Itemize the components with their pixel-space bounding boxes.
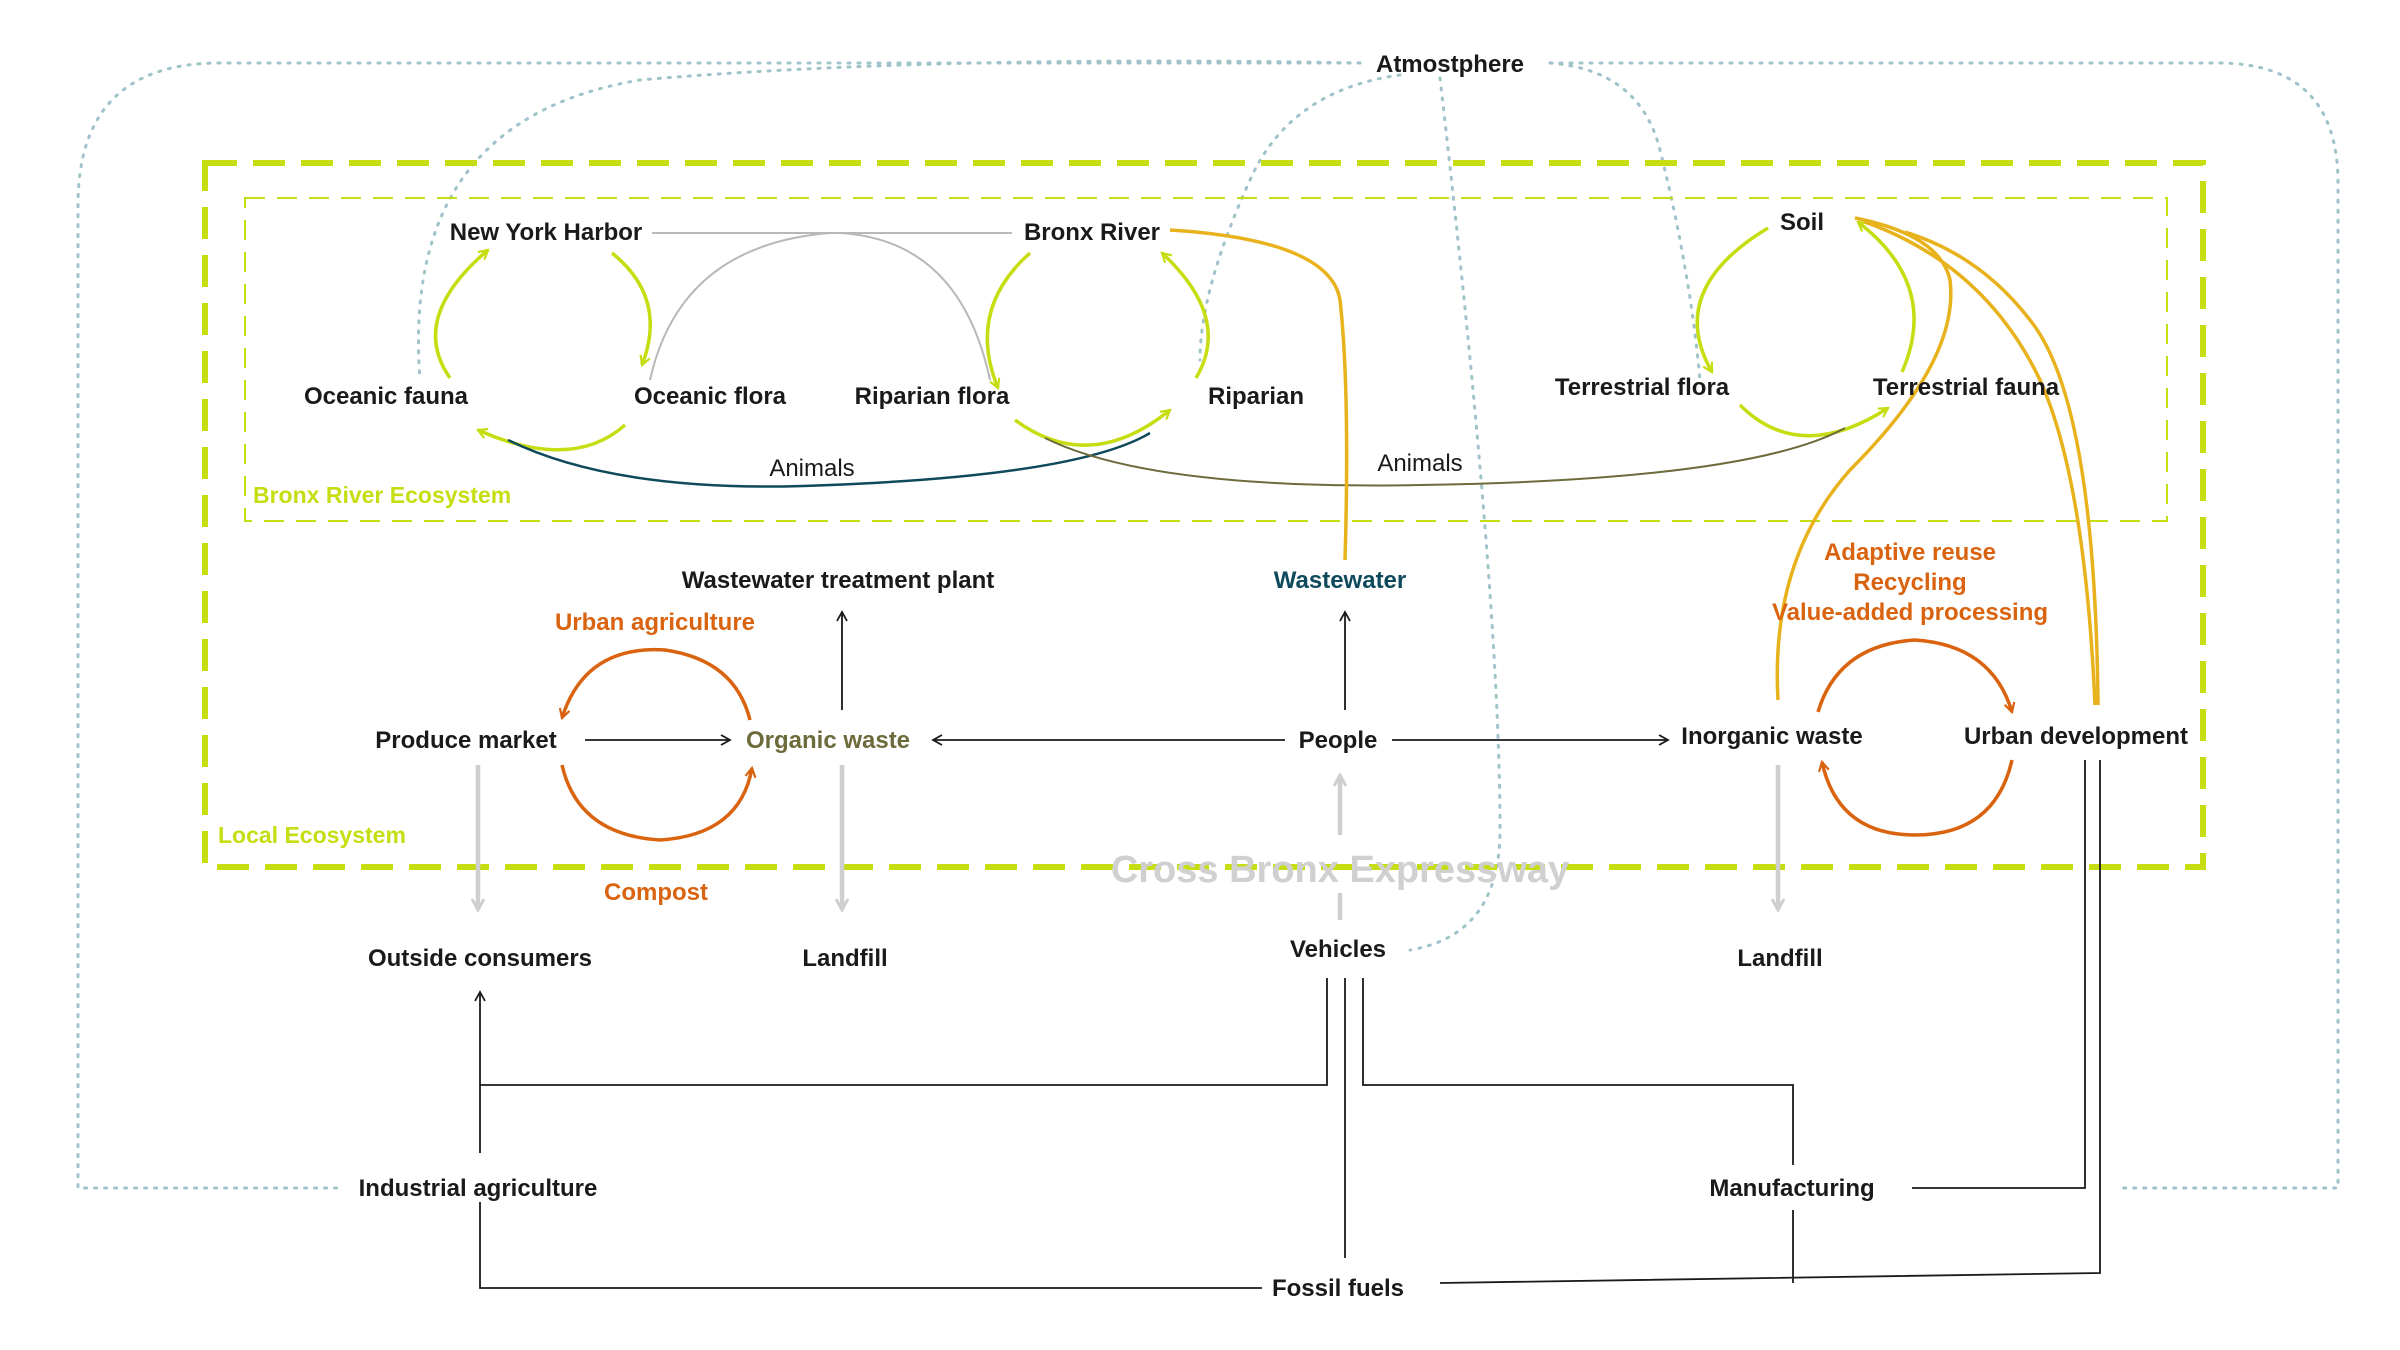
riparian-flora-to-riparian-arrow xyxy=(1013,410,1170,447)
riparian-to-river-arrow xyxy=(1162,253,1210,379)
atmosphere-to-terrestrial xyxy=(1548,61,1702,382)
urban-development-to-soil-flow-1 xyxy=(1864,220,2097,706)
compost-arrow xyxy=(560,764,752,842)
fossil-fuels-to-urban-line xyxy=(1439,760,2101,1284)
landfill-left-node[interactable]: Landfill xyxy=(802,945,887,972)
oceanic-flora-node[interactable]: Oceanic flora xyxy=(634,383,787,410)
wastewater-node[interactable]: Wastewater xyxy=(1274,567,1407,594)
bronx-river-ecosystem-label: Bronx River Ecosystem xyxy=(253,482,511,508)
new-york-harbor-node[interactable]: New York Harbor xyxy=(450,219,643,246)
animals-label-right: Animals xyxy=(1377,450,1462,477)
manufacturing-node[interactable]: Manufacturing xyxy=(1709,1175,1874,1202)
river-to-oceanic-flora-curve xyxy=(649,232,1012,381)
terrestrial-cycle xyxy=(1695,220,1916,438)
soil-node[interactable]: Soil xyxy=(1780,209,1824,236)
value-added-processing-label: Value-added processing xyxy=(1772,599,2048,626)
soil-to-terrestrial-flora-arrow xyxy=(1695,226,1769,372)
harbor-to-riparian-flora-curve xyxy=(652,232,991,381)
urban-development-to-soil-flow-2 xyxy=(1904,230,2100,706)
people-node[interactable]: People xyxy=(1299,727,1378,754)
vehicles-to-manufacturing-line xyxy=(1362,978,1794,1165)
terrestrial-flora-to-fauna-arrow xyxy=(1738,403,1888,438)
terrestrial-fauna-node[interactable]: Terrestrial fauna xyxy=(1873,374,2060,401)
atmosphere-to-riparian xyxy=(1198,73,1402,362)
atmosphere-to-vehicles xyxy=(1408,76,1502,952)
animals-link-riparian-terrestrial xyxy=(1044,427,1846,487)
urban-agriculture-label: Urban agriculture xyxy=(555,609,755,636)
manufacturing-to-urban-line xyxy=(1912,760,2086,1189)
urban-agriculture-arrow xyxy=(562,647,752,721)
terrestrial-fauna-to-soil-arrow xyxy=(1858,220,1916,373)
bronx-river-ecosystem-boundary xyxy=(244,197,2168,522)
wastewater-treatment-plant-node[interactable]: Wastewater treatment plant xyxy=(682,567,995,594)
harbor-river-exchange xyxy=(649,232,1012,381)
oceanic-fauna-node[interactable]: Oceanic fauna xyxy=(304,383,469,410)
harbor-to-oceanic-flora-arrow xyxy=(610,251,652,365)
compost-label: Compost xyxy=(604,879,708,906)
produce-market-node[interactable]: Produce market xyxy=(375,727,556,754)
reuse-cycle xyxy=(1816,638,2014,837)
oceanic-fauna-to-harbor-arrow xyxy=(433,250,488,380)
inorganic-waste-to-soil-flow xyxy=(1775,216,1953,701)
animals-link-oceanic-riparian xyxy=(507,431,1151,488)
vehicles-to-consumers-line xyxy=(480,978,1328,1086)
fossil-fuels-node[interactable]: Fossil fuels xyxy=(1272,1275,1404,1302)
wastewater-to-bronx-river-flow xyxy=(1169,228,1349,561)
inorganic-waste-node[interactable]: Inorganic waste xyxy=(1681,723,1862,750)
local-ecosystem-boundary xyxy=(202,160,2206,870)
riparian-flora-node[interactable]: Riparian flora xyxy=(855,383,1010,410)
adaptive-reuse-label: Adaptive reuse xyxy=(1824,539,1996,566)
recycling-label: Recycling xyxy=(1853,569,1966,596)
outflows-to-outside xyxy=(478,765,1778,920)
urban-agriculture-cycle xyxy=(560,647,752,842)
cross-bronx-expressway-label: Cross Bronx Expressway xyxy=(1111,849,1569,891)
landfill-right-node[interactable]: Landfill xyxy=(1737,945,1822,972)
atmosphere-outer-loop-right xyxy=(1548,61,2340,1190)
riparian-node[interactable]: Riparian xyxy=(1208,383,1304,410)
riparian-cycle xyxy=(985,251,1210,447)
inorganic-to-urban-arrow xyxy=(1816,638,2012,712)
node-labels: Atmostphere New York Harbor Bronx River … xyxy=(304,51,2188,1302)
river-to-riparian-flora-arrow xyxy=(985,251,1032,388)
edge-labels: Animals Animals Urban agriculture Compos… xyxy=(555,450,2048,906)
urban-to-inorganic-arrow xyxy=(1822,759,2014,837)
black-flows xyxy=(474,610,2101,1289)
atmosphere-to-harbor xyxy=(417,59,1362,382)
oceanic-flora-to-fauna-arrow xyxy=(478,423,627,452)
industrial-ag-to-fossil-fuels-line xyxy=(479,1202,1262,1289)
vehicles-node[interactable]: Vehicles xyxy=(1290,936,1386,963)
terrestrial-flora-node[interactable]: Terrestrial flora xyxy=(1555,374,1730,401)
atmosphere-node[interactable]: Atmostphere xyxy=(1376,51,1524,78)
oceanic-cycle xyxy=(433,250,652,452)
atmosphere-outer-loop xyxy=(76,61,1362,1190)
local-ecosystem-label: Local Ecosystem xyxy=(218,822,406,848)
bronx-river-node[interactable]: Bronx River xyxy=(1024,219,1160,246)
animals-label-left: Animals xyxy=(769,455,854,482)
organic-waste-node[interactable]: Organic waste xyxy=(746,727,910,754)
gold-flows xyxy=(1169,216,2100,706)
industrial-agriculture-node[interactable]: Industrial agriculture xyxy=(359,1175,598,1202)
urban-development-node[interactable]: Urban development xyxy=(1964,723,2188,750)
outside-consumers-node[interactable]: Outside consumers xyxy=(368,945,592,972)
